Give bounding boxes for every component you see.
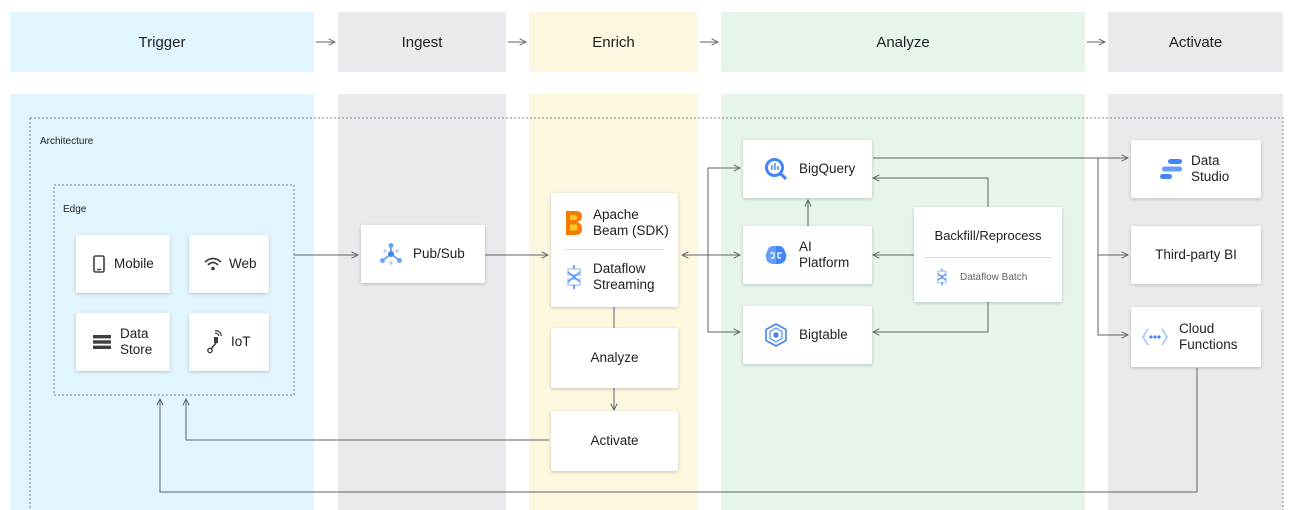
pubsub-card[interactable]: Pub/Sub (361, 225, 485, 283)
bigquery-card[interactable]: BigQuery (743, 140, 872, 198)
web-card[interactable]: Web (189, 235, 269, 293)
header-enrich: Enrich (529, 12, 698, 72)
beam-line-1: Apache (593, 207, 639, 222)
data-store-line-2: Store (120, 342, 153, 357)
bigquery-icon (763, 156, 789, 182)
beam-divider (565, 249, 664, 250)
iot-label: IoT (231, 334, 251, 349)
studio-line-1: Data (1191, 153, 1220, 168)
backfill-divider (924, 257, 1052, 258)
dataflow-line-2: Streaming (593, 277, 655, 292)
mobile-label: Mobile (114, 256, 154, 271)
enrich-activate-label: Activate (590, 433, 639, 448)
beam-icon (563, 209, 585, 237)
bigtable-icon (763, 322, 789, 348)
enrich-analyze-card[interactable]: Analyze (551, 328, 678, 388)
dataflow-icon (563, 263, 585, 291)
data-store-icon (92, 334, 112, 350)
data-store-line-1: Data (120, 326, 149, 341)
ai-line-1: AI (799, 239, 812, 254)
bigtable-label: Bigtable (799, 327, 848, 342)
architecture-label: Architecture (40, 136, 94, 147)
third-party-bi-label: Third-party BI (1155, 247, 1237, 262)
backfill-label: Backfill/Reprocess (934, 228, 1042, 243)
data-studio-icon (1159, 158, 1183, 180)
enrich-analyze-label: Analyze (590, 350, 639, 365)
iot-card[interactable]: IoT (189, 313, 269, 371)
pubsub-icon (379, 242, 403, 266)
bigtable-card[interactable]: Bigtable (743, 306, 872, 364)
ai-platform-icon (763, 242, 789, 268)
functions-line-2: Functions (1179, 337, 1238, 352)
mobile-card[interactable]: Mobile (76, 235, 170, 293)
cloud-functions-icon (1141, 327, 1169, 347)
functions-line-1: Cloud (1179, 321, 1215, 336)
dataflow-batch-row: Dataflow Batch (934, 267, 1027, 287)
iot-icon (205, 329, 225, 355)
header-analyze: Analyze (721, 12, 1085, 72)
enrich-activate-card[interactable]: Activate (551, 411, 678, 471)
backfill-card[interactable]: Backfill/Reprocess Dataflow Batch (914, 207, 1062, 302)
dataflow-line-1: Dataflow (593, 261, 646, 276)
beam-line-2: Beam (SDK) (593, 223, 669, 238)
edge-label: Edge (63, 204, 87, 215)
mobile-icon (92, 254, 106, 274)
header-trigger: Trigger (10, 12, 314, 72)
third-party-bi-card[interactable]: Third-party BI (1131, 226, 1261, 284)
wifi-icon (203, 256, 223, 272)
studio-line-2: Studio (1191, 169, 1230, 184)
pubsub-label: Pub/Sub (413, 246, 465, 261)
header-activate: Activate (1108, 12, 1283, 72)
header-ingest: Ingest (338, 12, 506, 72)
bigquery-label: BigQuery (799, 161, 856, 176)
dataflow-batch-label: Dataflow Batch (960, 271, 1028, 283)
column-ingest (338, 94, 506, 510)
column-trigger (10, 94, 314, 510)
web-label: Web (229, 256, 257, 271)
ai-line-2: Platform (799, 255, 850, 270)
dataflow-batch-icon (934, 267, 950, 287)
